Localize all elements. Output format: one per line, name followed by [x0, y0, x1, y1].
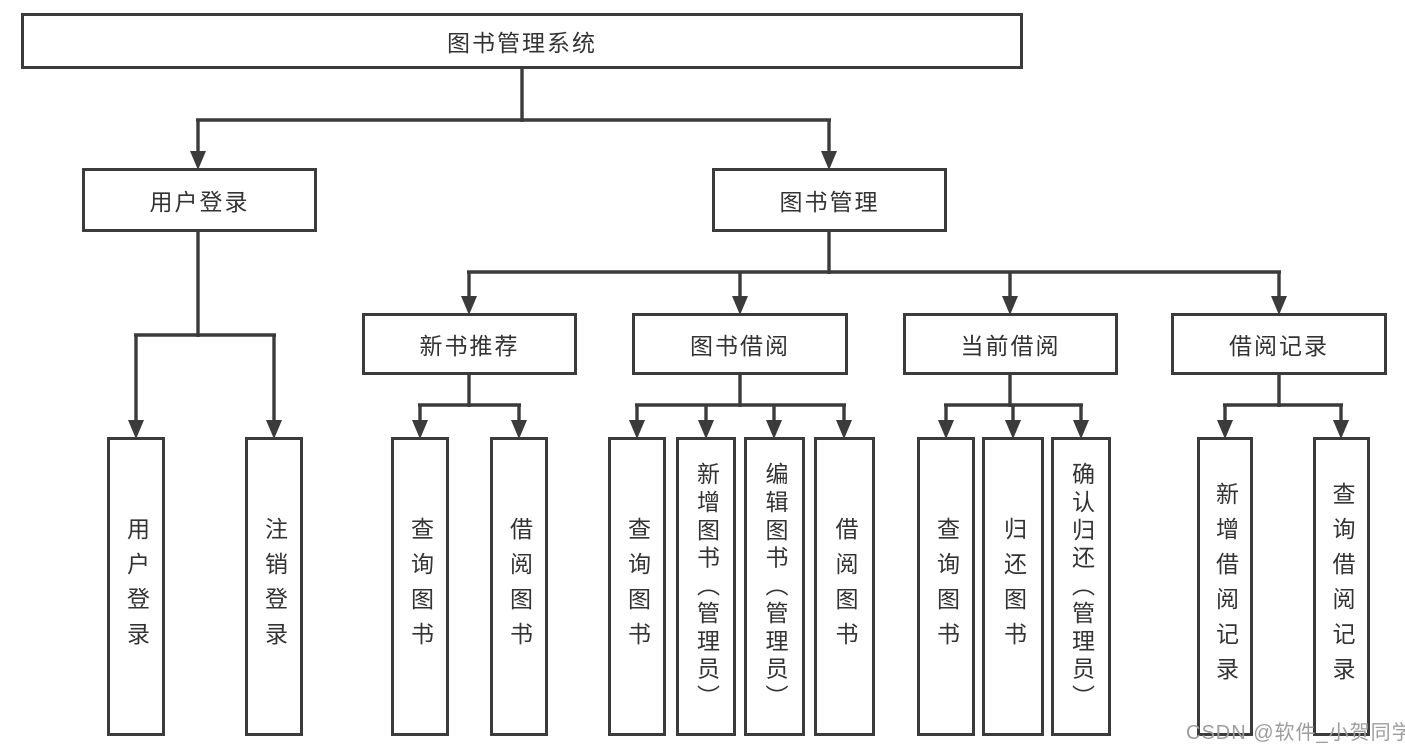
- node-borrow-books-recommend: 借阅图书: [490, 437, 548, 736]
- arrowhead-icon: [732, 296, 748, 315]
- arrowhead-icon: [1271, 296, 1287, 315]
- node-confirm-return-admin: 确认归还（管理员）: [1051, 437, 1111, 736]
- node-label: 归还图书: [1000, 516, 1027, 657]
- node-label: 查询借阅记录: [1329, 481, 1355, 692]
- arrowhead-icon: [412, 420, 428, 439]
- arrowhead-icon: [266, 420, 282, 439]
- arrowhead-icon: [1073, 420, 1089, 439]
- node-logout-leaf: 注销登录: [245, 437, 303, 736]
- node-label: 当前借阅: [960, 333, 1061, 359]
- node-add-book-admin: 新增图书（管理员）: [676, 437, 736, 736]
- node-edit-book-admin: 编辑图书（管理员）: [744, 437, 805, 736]
- node-add-borrow-record: 新增借阅记录: [1197, 437, 1253, 736]
- node-borrow-records: 借阅记录: [1171, 313, 1387, 375]
- arrowhead-icon: [1002, 296, 1018, 315]
- node-label: 用户登录: [149, 189, 250, 215]
- node-label: 借阅图书: [506, 516, 533, 657]
- node-label: 图书借阅: [690, 333, 790, 359]
- node-borrow-books-borrow: 借阅图书: [814, 437, 875, 736]
- arrowhead-icon: [461, 296, 477, 315]
- arrowhead-icon: [629, 420, 645, 439]
- node-label: 新增借阅记录: [1212, 481, 1239, 692]
- arrowhead-icon: [766, 420, 782, 439]
- node-user-login-leaf: 用户登录: [107, 437, 165, 736]
- node-label: 新增图书（管理员）: [693, 461, 720, 712]
- node-label: 确认归还（管理员）: [1068, 461, 1095, 712]
- arrowhead-icon: [938, 420, 954, 439]
- node-label: 新书推荐: [419, 333, 520, 359]
- node-label: 查询图书: [933, 516, 960, 657]
- node-new-book-recommend: 新书推荐: [362, 313, 577, 375]
- arrowhead-icon: [1217, 420, 1233, 439]
- node-query-borrow-record: 查询借阅记录: [1313, 437, 1370, 736]
- arrowhead-icon: [1005, 420, 1021, 439]
- node-book-management: 图书管理: [712, 168, 947, 232]
- node-label: 图书管理系统: [447, 30, 597, 56]
- arrowhead-icon: [821, 151, 837, 170]
- watermark: CSDN @软件_小贺同学: [1186, 722, 1405, 744]
- arrowhead-icon: [698, 420, 714, 439]
- node-label: 查询图书: [407, 516, 434, 657]
- node-current-borrow: 当前借阅: [903, 313, 1118, 375]
- node-query-books-recommend: 查询图书: [391, 437, 449, 736]
- node-label: 注销登录: [261, 516, 288, 657]
- node-label: 借阅记录: [1229, 333, 1329, 359]
- arrowhead-icon: [190, 151, 206, 170]
- arrowhead-icon: [1333, 420, 1349, 439]
- node-query-books-current: 查询图书: [917, 437, 975, 736]
- arrowhead-icon: [511, 420, 527, 439]
- node-library-system: 图书管理系统: [21, 13, 1023, 69]
- node-label: 编辑图书（管理员）: [762, 461, 788, 712]
- node-query-books-borrow: 查询图书: [608, 437, 666, 736]
- node-label: 用户登录: [123, 516, 150, 657]
- node-return-books: 归还图书: [982, 437, 1044, 736]
- arrowhead-icon: [836, 420, 852, 439]
- node-label: 图书管理: [779, 189, 880, 215]
- node-label: 查询图书: [624, 516, 651, 657]
- arrowhead-icon: [128, 420, 144, 439]
- node-user-login: 用户登录: [82, 168, 317, 232]
- node-book-borrow: 图书借阅: [632, 313, 848, 375]
- node-label: 借阅图书: [832, 516, 858, 657]
